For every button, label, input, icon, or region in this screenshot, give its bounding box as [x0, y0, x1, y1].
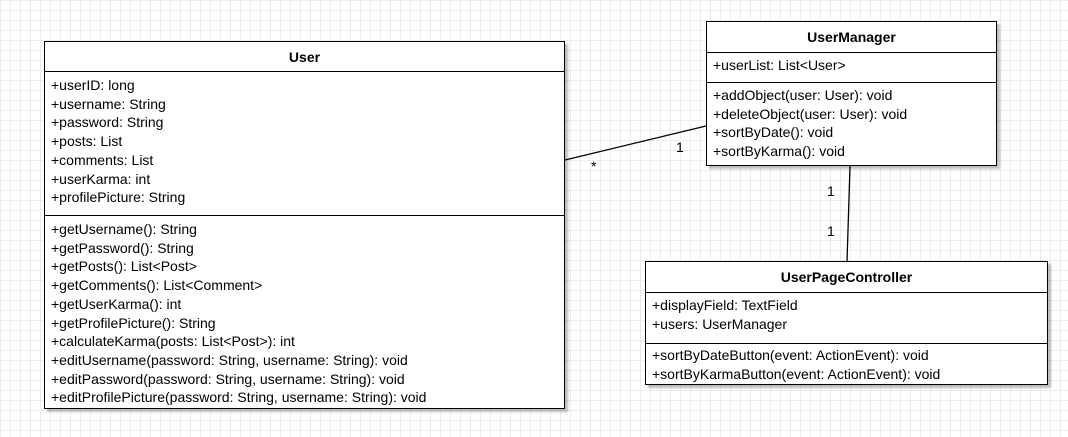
user-manager-attributes: +userList: List<User> — [707, 53, 996, 82]
method-row: +sortByKarmaButton(event: ActionEvent): … — [652, 365, 941, 382]
attribute-row: +userKarma: int — [51, 170, 151, 187]
user-page-controller-methods: +sortByDateButton(event: ActionEvent): v… — [646, 343, 1047, 383]
manager-controller-association-line — [846, 165, 851, 263]
method-row: +getPassword(): String — [51, 239, 194, 256]
user-methods: +getUsername(): String +getPassword(): S… — [45, 215, 564, 407]
attribute-row: +comments: List — [51, 151, 154, 168]
user-attributes: +userID: long +username: String +passwor… — [45, 72, 564, 215]
method-row: +getUsername(): String — [51, 221, 197, 237]
multiplicity-controller-end: 1 — [827, 223, 835, 239]
user-manager-class-name: UserManager — [707, 22, 996, 53]
multiplicity-user-end: * — [591, 158, 597, 174]
user-manager-methods: +addObject(user: User): void +deleteObje… — [707, 82, 996, 161]
attribute-row: +profilePicture: String — [51, 189, 186, 206]
method-row: +sortByDate(): void — [713, 124, 834, 141]
attribute-row: +userList: List<User> — [713, 57, 846, 73]
method-row: +calculateKarma(posts: List<Post>): int — [51, 333, 295, 350]
user-manager-association-line — [564, 125, 707, 161]
method-row: +getUserKarma(): int — [51, 295, 182, 312]
multiplicity-manager-end-upper: 1 — [827, 183, 835, 199]
method-row: +deleteObject(user: User): void — [713, 105, 908, 122]
multiplicity-manager-end: 1 — [676, 139, 684, 155]
method-row: +editUsername(password: String, username… — [51, 351, 408, 368]
attribute-row: +username: String — [51, 95, 166, 112]
user-page-controller-class[interactable]: UserPageController +displayField: TextFi… — [645, 261, 1048, 385]
user-page-controller-attributes: +displayField: TextField +users: UserMan… — [646, 293, 1047, 343]
attribute-row: +userID: long — [51, 77, 135, 93]
method-row: +sortByDateButton(event: ActionEvent): v… — [652, 347, 929, 363]
method-row: +getPosts(): List<Post> — [51, 258, 197, 275]
method-row: +sortByKarma(): void — [713, 143, 845, 160]
user-page-controller-class-name: UserPageController — [646, 262, 1047, 293]
attribute-row: +posts: List — [51, 133, 123, 150]
user-manager-class[interactable]: UserManager +userList: List<User> +addOb… — [706, 21, 997, 166]
attribute-row: +users: UserManager — [652, 315, 788, 332]
user-class-name: User — [45, 42, 564, 72]
method-row: +addObject(user: User): void — [713, 87, 893, 103]
user-class[interactable]: User +userID: long +username: String +pa… — [44, 41, 565, 409]
method-row: +getProfilePicture(): String — [51, 314, 216, 331]
method-row: +editProfilePicture(password: String, us… — [51, 389, 427, 406]
attribute-row: +displayField: TextField — [652, 297, 798, 313]
attribute-row: +password: String — [51, 114, 164, 131]
method-row: +getComments(): List<Comment> — [51, 277, 263, 294]
method-row: +editPassword(password: String, username… — [51, 370, 405, 387]
